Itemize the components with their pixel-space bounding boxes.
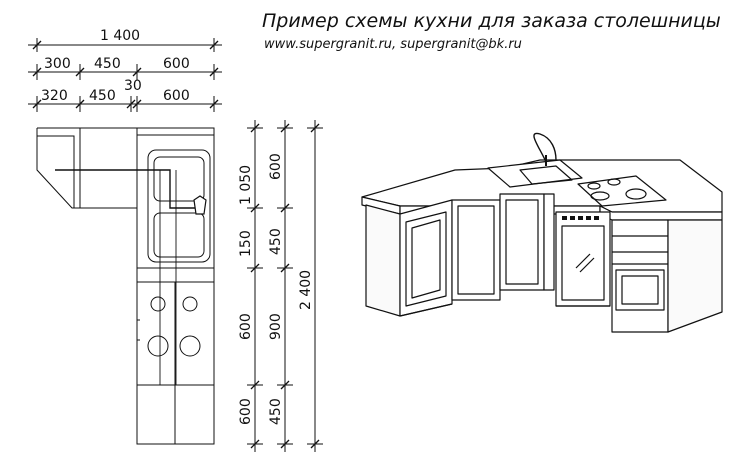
dim-row2-c: 600 [163, 88, 190, 104]
perspective-view [361, 132, 723, 333]
plan-view [36, 127, 215, 445]
page-subtitle: www.supergranit.ru, supergranit@bk.ru [264, 37, 522, 52]
dim-side-total: 2 400 [298, 270, 314, 310]
dim-side1-d: 600 [238, 398, 254, 425]
dim-row1-c: 600 [163, 56, 190, 72]
dim-side2-a: 600 [268, 153, 284, 180]
page-title: Пример схемы кухни для заказа столешницы [262, 10, 721, 32]
dim-row2-b: 450 [89, 88, 116, 104]
dim-total-width: 1 400 [100, 28, 140, 44]
dim-row1-b: 450 [94, 56, 121, 72]
top-dimensions [28, 38, 222, 112]
dim-row1-a: 300 [44, 56, 71, 72]
dim-side2-b: 450 [268, 228, 284, 255]
dim-side2-c: 900 [268, 313, 284, 340]
dim-side2-d: 450 [268, 398, 284, 425]
dim-gap: 30 [124, 78, 142, 94]
dim-side1-b: 150 [238, 230, 254, 257]
dim-row2-a: 320 [41, 88, 68, 104]
side-dimensions [247, 120, 323, 452]
dim-side1-c: 600 [238, 313, 254, 340]
dim-side1-a: 1 050 [238, 165, 254, 205]
